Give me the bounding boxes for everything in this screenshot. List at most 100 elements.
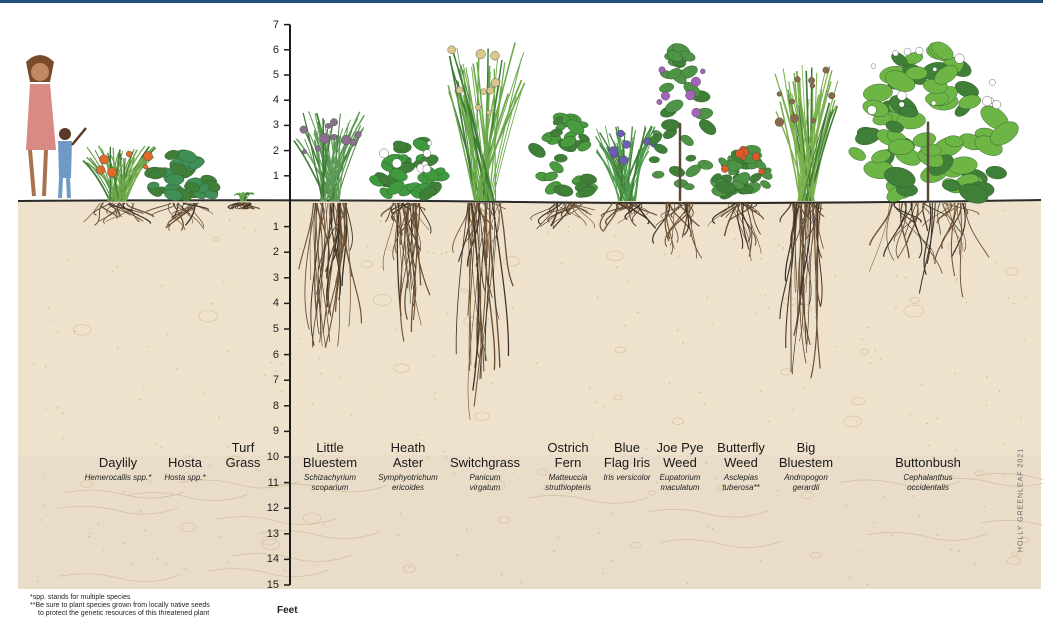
soil-speck	[711, 323, 712, 324]
flower	[392, 159, 401, 168]
flower	[871, 64, 876, 69]
soil-speck	[1025, 297, 1026, 298]
soil-speck	[815, 317, 816, 318]
leaf	[652, 171, 664, 179]
flower	[609, 147, 618, 156]
soil-speck	[625, 325, 626, 326]
soil-speck	[956, 279, 957, 280]
soil-speck	[595, 401, 596, 402]
soil-speck	[874, 522, 875, 523]
soil-speck	[275, 371, 276, 372]
soil-speck	[568, 231, 569, 232]
flower	[775, 118, 784, 127]
soil-speck	[1004, 210, 1005, 211]
soil-speck	[614, 236, 615, 237]
soil-speck	[397, 535, 398, 536]
soil-speck	[1023, 339, 1024, 340]
soil-speck	[271, 362, 272, 363]
soil-speck	[155, 444, 156, 445]
soil-speck	[317, 565, 318, 566]
soil-speck	[835, 346, 836, 347]
flower	[897, 91, 906, 100]
flower	[302, 149, 306, 153]
depth-tick-label: 2	[261, 246, 279, 258]
height-tick-label: 5	[261, 69, 279, 81]
soil-speck	[457, 554, 458, 555]
soil-speck	[488, 319, 489, 320]
soil-speck	[834, 275, 835, 276]
plant-blue-flag-iris	[596, 125, 657, 201]
flower	[143, 152, 152, 161]
footnote-spp: *spp. stands for multiple species	[30, 594, 210, 602]
soil-speck	[44, 476, 45, 477]
flower	[456, 87, 463, 94]
flower	[904, 48, 911, 55]
flower	[330, 119, 337, 126]
flower	[933, 67, 937, 71]
soil-speck	[591, 434, 592, 435]
soil-speck	[687, 583, 688, 584]
soil-speck	[616, 267, 617, 268]
soil-speck	[561, 262, 562, 263]
soil-speck	[682, 342, 683, 343]
leaf	[985, 165, 1008, 180]
plant-label-little-bluestem: Little BluestemSchizachyrium scoparium	[293, 440, 367, 493]
flower	[476, 49, 486, 59]
soil-speck	[157, 559, 158, 560]
soil-speck	[320, 373, 321, 374]
soil-speck	[117, 347, 118, 348]
plant-scientific-name: Hosta spp.*	[145, 473, 225, 483]
soil-speck	[962, 256, 963, 257]
plant-common-name: Buttonbush	[870, 455, 986, 470]
soil-speck	[139, 399, 140, 400]
soil-speck	[255, 230, 256, 231]
soil-speck	[733, 519, 734, 520]
soil-speck	[905, 277, 906, 278]
soil-speck	[778, 244, 779, 245]
flower	[491, 78, 499, 86]
footnote-genetic-resources: to protect the genetic resources of this…	[30, 610, 210, 618]
soil-speck	[501, 574, 502, 575]
soil-speck	[219, 536, 220, 537]
soil-speck	[966, 302, 967, 303]
soil-speck	[861, 551, 862, 552]
soil-speck	[33, 363, 34, 364]
soil-speck	[880, 358, 881, 359]
soil-speck	[409, 567, 410, 568]
flower	[686, 90, 696, 100]
soil-speck	[957, 278, 958, 279]
soil-speck	[857, 421, 858, 422]
leaf	[554, 154, 567, 162]
height-tick-label: 2	[261, 145, 279, 157]
soil-speck	[323, 524, 324, 525]
soil-speck	[895, 307, 896, 308]
soil-speck	[167, 334, 168, 335]
flower	[721, 165, 728, 172]
soil-speck	[677, 329, 678, 330]
child-pointing-arm	[72, 128, 86, 145]
plant-common-name: Heath Aster	[367, 440, 449, 470]
soil-speck	[637, 263, 638, 264]
soil-speck	[793, 409, 794, 410]
soil-speck	[589, 388, 590, 389]
flower	[989, 79, 995, 85]
plant-label-hosta: HostaHosta spp.*	[145, 455, 225, 483]
flower	[893, 50, 899, 56]
flower	[448, 46, 456, 54]
soil-speck	[551, 221, 552, 222]
soil-speck	[40, 519, 41, 520]
flower	[107, 168, 117, 178]
soil-speck	[63, 412, 64, 413]
flower	[829, 92, 836, 99]
soil-speck	[299, 338, 300, 339]
soil-speck	[85, 255, 86, 256]
soil-speck	[866, 584, 867, 585]
leaf	[846, 145, 867, 164]
flower	[423, 150, 431, 158]
soil-speck	[243, 228, 244, 229]
flower	[659, 67, 665, 73]
child-head	[59, 128, 71, 140]
depth-tick-label: 8	[261, 400, 279, 412]
soil-speck	[628, 281, 629, 282]
height-tick-label: 4	[261, 94, 279, 106]
